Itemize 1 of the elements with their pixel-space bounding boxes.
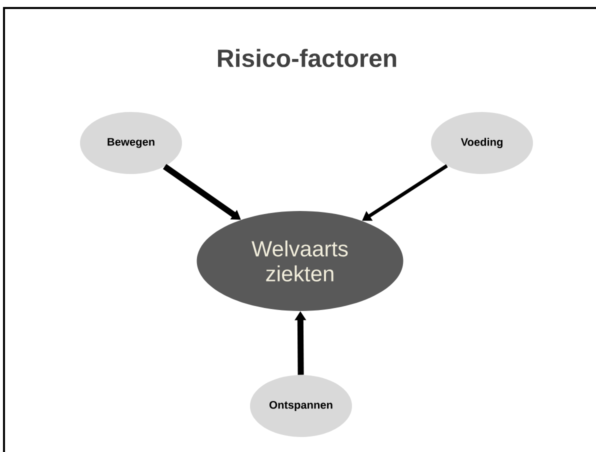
title: Risico-factoren xyxy=(218,48,396,68)
